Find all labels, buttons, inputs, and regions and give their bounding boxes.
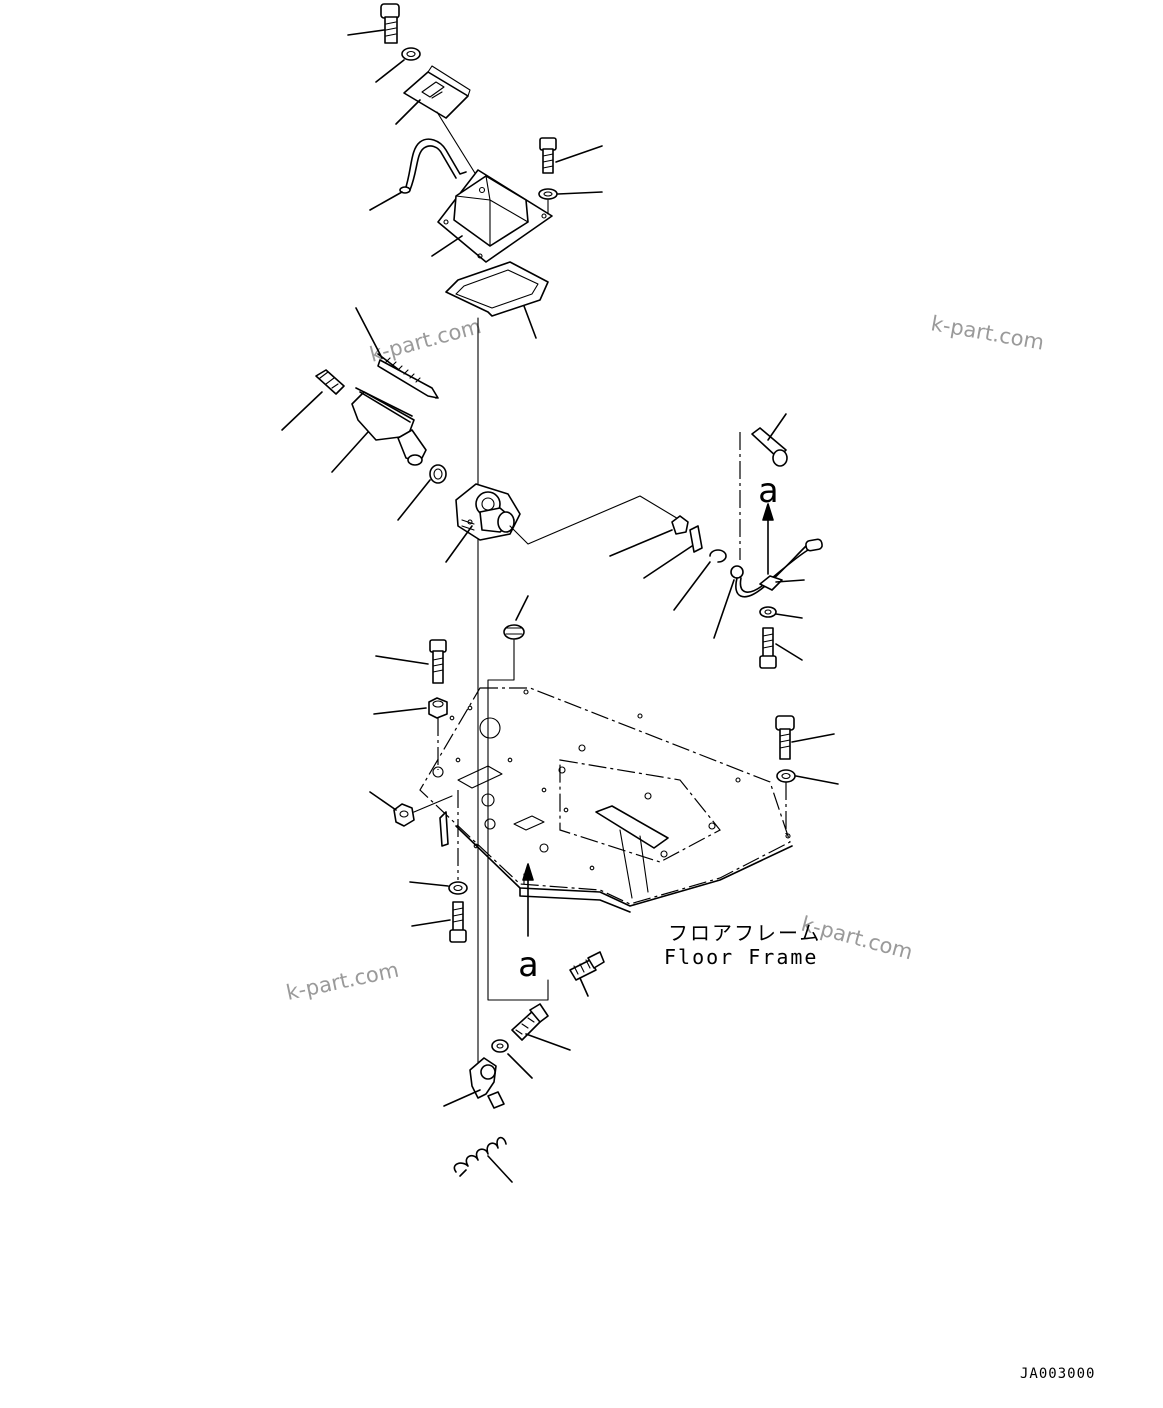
leader-lever-housing <box>445 525 473 563</box>
bottom-bolt <box>511 1003 549 1041</box>
leader-top-bolt <box>347 29 385 36</box>
leader-cover-washer <box>557 191 603 195</box>
cable-bracket <box>403 65 471 119</box>
leader-grommet <box>515 595 529 621</box>
leader-frame-washer-lower-left <box>409 881 449 887</box>
leader-limit-switch <box>713 579 735 639</box>
limit-switch <box>730 538 823 598</box>
leader-retaining-ring <box>673 561 711 611</box>
return-spring <box>453 1136 507 1177</box>
top-washer <box>401 47 421 61</box>
leader-bottom-washer <box>507 1053 533 1079</box>
switch-clip <box>689 525 703 553</box>
link-frame-nut-side <box>413 795 453 813</box>
leader-lever-knob <box>281 391 323 431</box>
reference-mark-lower: a <box>518 945 538 985</box>
switch-bolt <box>759 627 777 669</box>
cover-gasket <box>445 261 549 317</box>
leader-top-washer <box>375 59 405 83</box>
bottom-lever-link <box>469 1057 505 1109</box>
leader-frame-bolt-upper-left <box>375 655 429 665</box>
control-lever <box>351 387 427 466</box>
reference-arrow-lower-head <box>522 863 534 881</box>
cover-bolt <box>539 137 557 174</box>
leader-switch-bolt-top <box>767 413 787 441</box>
leader-control-lever <box>331 431 369 473</box>
frame-bolt-right <box>775 715 795 760</box>
lever-bushing <box>429 464 447 484</box>
lever-cover <box>437 169 553 263</box>
floor-frame-label-jp: フロアフレーム <box>668 921 821 945</box>
leader-lever-boot <box>355 307 383 359</box>
top-bolt <box>380 3 400 44</box>
leader-lower-fitting-bolt <box>579 977 589 997</box>
leader-cover-bolt <box>555 145 603 163</box>
leader-frame-nut-side <box>369 791 397 811</box>
leader-frame-bolt-right <box>791 733 835 743</box>
frame-bolt-upper-left <box>429 639 447 684</box>
leader-cover-gasket <box>523 305 537 339</box>
frame-nut-upper-left <box>428 697 448 719</box>
leader-bent-rod <box>369 191 403 211</box>
bent-rod <box>399 138 467 194</box>
lower-fitting-bolt <box>569 951 605 981</box>
leader-switch-washer <box>775 613 803 619</box>
leader-frame-washer-right <box>795 775 839 785</box>
lever-boot <box>377 353 439 399</box>
watermark-top-right: k-part.com <box>929 311 1046 354</box>
leader-switch-plunger <box>609 529 673 557</box>
leader-switch-clip <box>643 545 693 579</box>
watermark-bottom-left: k-part.com <box>284 958 401 1005</box>
leader-return-spring <box>487 1155 513 1183</box>
switch-washer <box>759 606 777 618</box>
frame-bolt-lower-left <box>449 901 467 943</box>
frame-nut-side <box>393 803 415 827</box>
leader-switch-bolt <box>775 643 803 661</box>
bottom-washer <box>491 1039 509 1053</box>
floor-frame-label-en: Floor Frame <box>664 945 818 969</box>
cover-washer <box>538 188 558 200</box>
leader-bottom-lever-link <box>443 1089 481 1107</box>
leader-lever-cover <box>431 235 463 257</box>
grommet <box>503 624 525 640</box>
drawing-code: JA003000 <box>1020 1366 1095 1382</box>
leader-frame-bolt-lower-left <box>411 919 451 927</box>
lever-housing <box>455 483 521 541</box>
retaining-ring <box>709 549 727 563</box>
link-grommet <box>487 639 549 1001</box>
leader-cable-bracket <box>395 99 421 125</box>
reference-arrow-upper-head <box>762 503 774 521</box>
leader-lever-bushing <box>397 479 431 521</box>
switch-bolt-top <box>751 427 788 467</box>
leader-bottom-bolt <box>525 1033 571 1051</box>
lever-knob-end <box>315 369 345 395</box>
link-bracket-cover <box>436 111 479 179</box>
frame-washer-lower-left <box>448 881 468 895</box>
switch-plunger <box>671 515 689 535</box>
leader-frame-nut-upper-left <box>373 707 427 715</box>
reference-mark-upper: a <box>758 471 778 511</box>
leader-switch-stay <box>775 579 805 583</box>
switch-stay <box>759 575 783 591</box>
frame-washer-right <box>776 769 796 783</box>
floor-frame-plate <box>419 687 793 913</box>
link-housing-switch <box>509 495 681 545</box>
